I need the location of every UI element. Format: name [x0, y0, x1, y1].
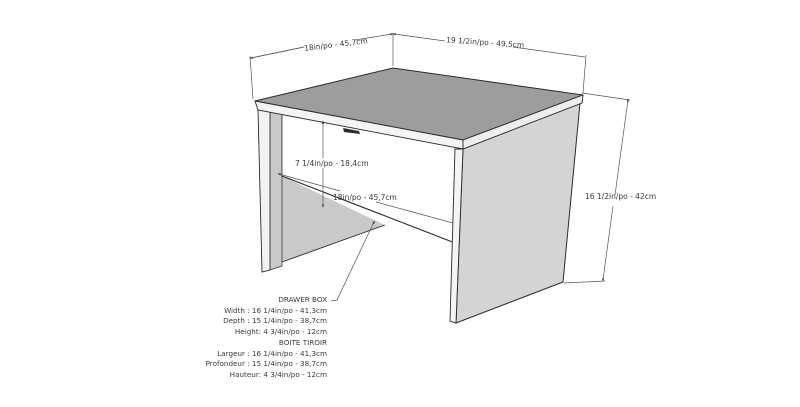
right-panel: [449, 102, 581, 324]
drawer-handle-icon: [343, 128, 360, 134]
dimension-width-top: [392, 33, 587, 94]
table-top: [254, 67, 584, 150]
drawer-box-leader: [330, 220, 375, 302]
label-opening-height: 7 1/4in/po - 18,4cm: [295, 159, 369, 168]
dimension-opening-width: [277, 173, 454, 224]
drawer-box-width-fr: Largeur : 16 1/4in/po - 41,3cm: [217, 348, 327, 358]
drawer-box-width-en: Width : 16 1/4in/po - 41,3cm: [224, 305, 327, 315]
drawer-box-title-fr: BOITE TIROIR: [278, 338, 327, 347]
label-opening-width: 18in/po - 45,7cm: [333, 193, 397, 202]
drawer-front: [281, 113, 456, 244]
drawer-box-height-fr: Hauteur: 4 3/4in/po - 12cm: [229, 369, 327, 379]
drawer-box-height-en: Height: 4 3/4in/po - 12cm: [234, 326, 327, 336]
dimension-height-right: [563, 92, 631, 284]
drawer-box-specs-en: DRAWER BOX Width : 16 1/4in/po - 41,3cm …: [223, 295, 327, 337]
drawer-box-specs-fr: BOITE TIROIR Largeur : 16 1/4in/po - 41,…: [206, 338, 327, 380]
label-height-right: 16 1/2in/po - 42cm: [585, 192, 657, 201]
left-panel: [257, 109, 386, 273]
drawer-box-depth-fr: Profondeur : 15 1/4in/po - 38,7cm: [205, 359, 327, 368]
drawer-box-depth-en: Depth : 15 1/4in/po - 38,7cm: [223, 316, 327, 325]
drawer-box-title-en: DRAWER BOX: [278, 295, 327, 304]
dimension-depth-top: [249, 33, 394, 100]
